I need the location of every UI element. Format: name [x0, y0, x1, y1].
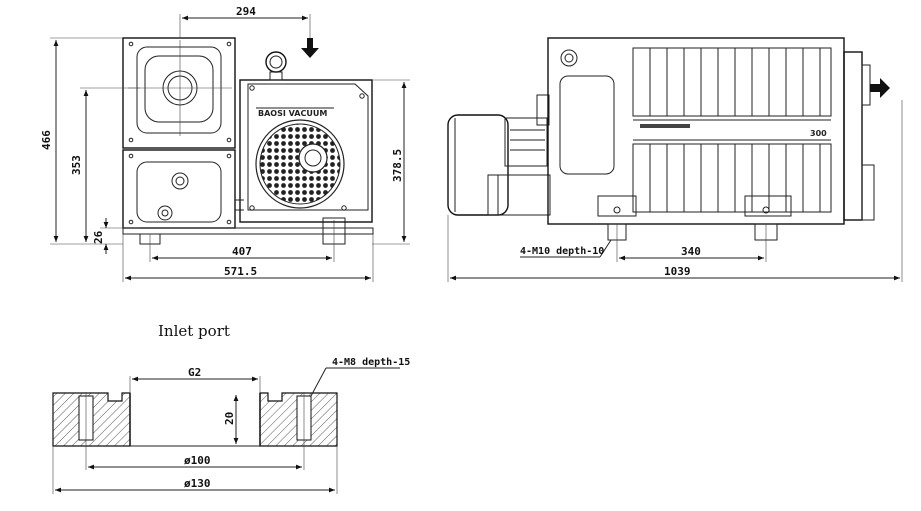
front-view: BAOSI VACUUM 294 466 353 26 407	[40, 5, 410, 282]
dim-378-5: 378.5	[391, 149, 404, 182]
lifting-eye	[265, 51, 287, 73]
thread-label: G2	[188, 366, 201, 379]
side-cover	[559, 75, 615, 175]
pump-body	[547, 37, 845, 225]
side-foot-right	[744, 195, 792, 217]
oil-sight-glass	[171, 172, 189, 190]
base-plate	[122, 227, 374, 235]
cooling-fins-upper	[632, 47, 832, 117]
dim-1039: 1039	[664, 265, 691, 278]
sight-glass	[560, 49, 578, 67]
side-foot-left	[597, 195, 637, 217]
terminal-box	[504, 117, 548, 167]
section-title: Inlet port	[158, 322, 230, 340]
motor-body	[447, 114, 509, 216]
inlet-housing	[122, 37, 236, 149]
exhaust-arrow-icon	[870, 78, 890, 98]
inlet-port-section: Inlet port G2 20 4-M8 depth-15 ø100 ø130	[52, 322, 410, 494]
od-label: ø130	[184, 477, 211, 490]
hole-note: 4-M8 depth-15	[332, 357, 410, 368]
fan-cover	[255, 119, 345, 209]
motor-fan-cover	[487, 174, 551, 216]
inlet-arrow-icon	[301, 38, 319, 58]
dim-340: 340	[681, 245, 701, 258]
exhaust-housing	[239, 79, 373, 223]
dim-407: 407	[232, 245, 252, 258]
dim-294: 294	[236, 5, 256, 18]
inlet-flange	[136, 46, 222, 134]
mount-note: 4-M10 depth-10	[520, 246, 604, 257]
nameplate-text: BAOSI VACUUM	[258, 109, 327, 118]
cooling-fins-lower	[632, 143, 832, 213]
side-view: 300 340 4-M10 depth-10	[447, 37, 903, 282]
model-label: 300	[810, 129, 827, 138]
dim-353: 353	[70, 155, 83, 175]
dim-466: 466	[40, 130, 53, 150]
dim-26: 26	[92, 230, 105, 244]
drain-plug	[157, 205, 173, 221]
exhaust-cover	[843, 51, 863, 221]
dim-571-5: 571.5	[224, 265, 257, 278]
label-plate	[640, 124, 690, 128]
pcd-label: ø100	[184, 454, 211, 467]
depth-label: 20	[223, 412, 236, 425]
